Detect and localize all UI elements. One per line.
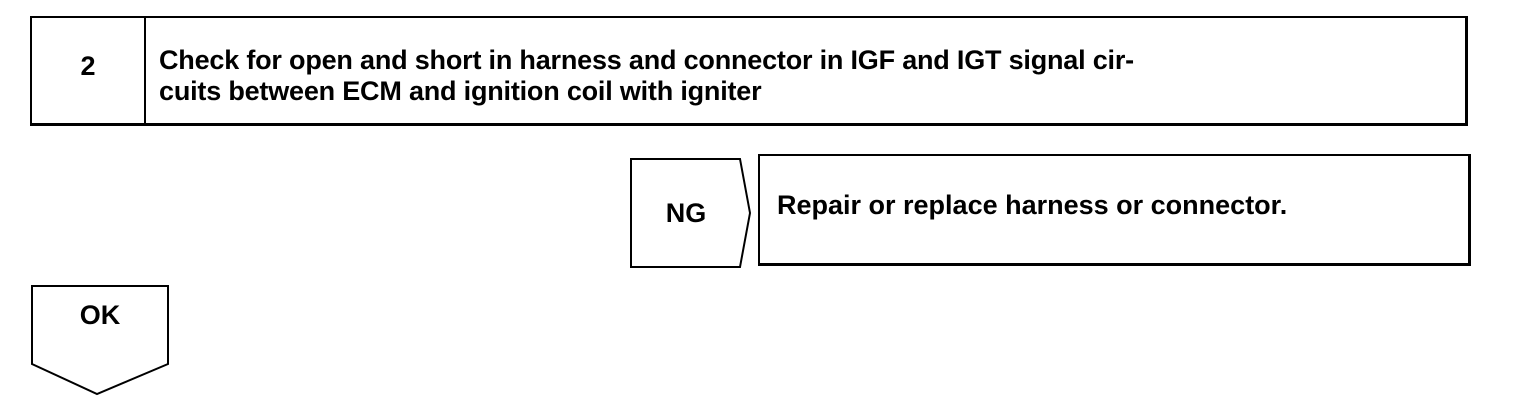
step-box: 2 Check for open and short in harness an…: [30, 16, 1468, 126]
ng-label: NG: [665, 197, 707, 228]
ng-action-box: Repair or replace harness or connector.: [758, 154, 1471, 266]
ok-arrow-shape: [31, 285, 169, 396]
ng-arrow-shape: [630, 158, 752, 268]
step-title-line-1: Check for open and short in harness and …: [159, 45, 1134, 75]
step-title-line-2: cuits between ECM and ignition coil with…: [159, 76, 762, 106]
step-title: Check for open and short in harness and …: [146, 18, 1465, 123]
step-number: 2: [32, 18, 146, 123]
ok-label: OK: [79, 300, 121, 330]
